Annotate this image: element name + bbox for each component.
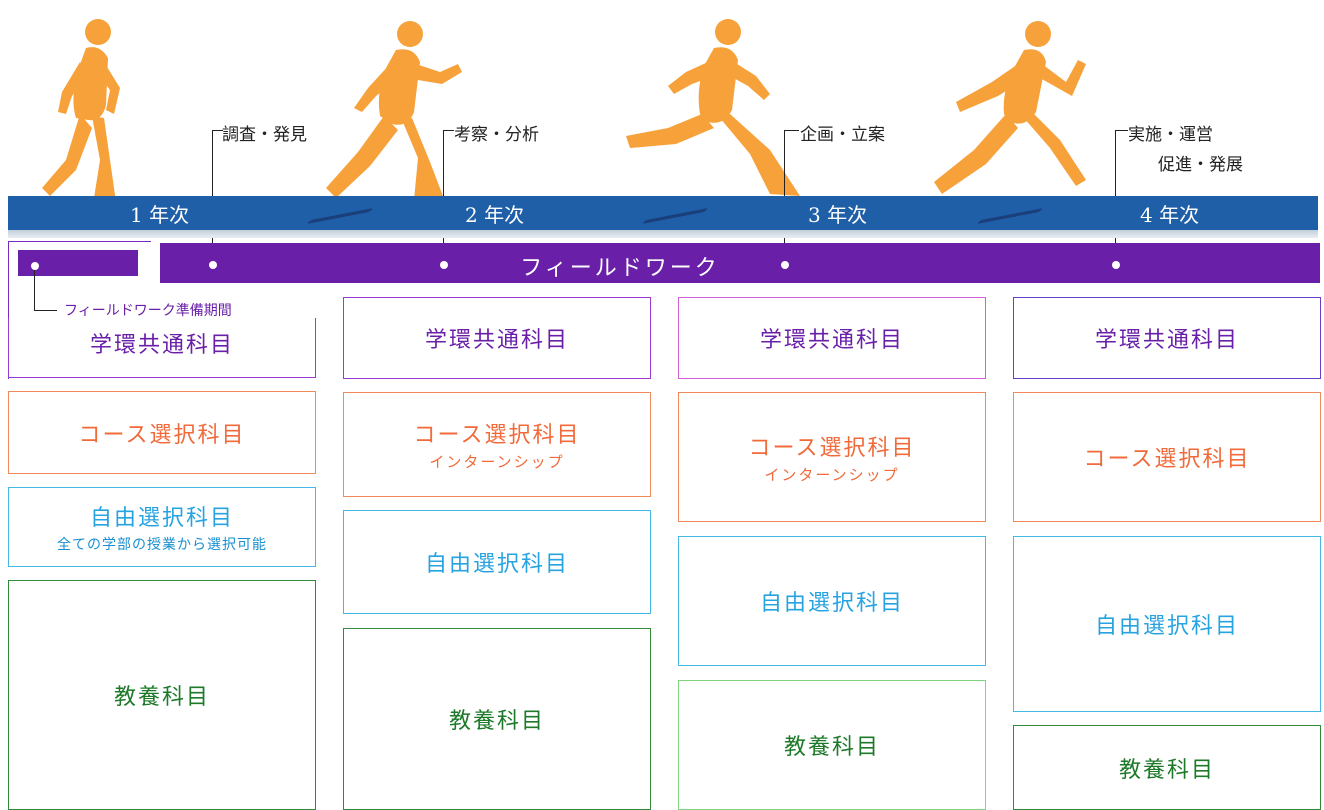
fieldwork-label: フィールドワーク [520, 256, 720, 281]
course-subjects-label: コース選択科目 [748, 435, 916, 461]
year-label-2: 2 年次 [465, 203, 525, 227]
common-subjects-label: 学環共通科目 [759, 328, 904, 353]
course-subjects-label: コース選択科目 [413, 423, 581, 448]
fieldwork-prep-label: フィールドワーク準備期間 [64, 303, 232, 319]
fieldwork-dot [31, 262, 39, 270]
free-subjects-label: 自由選択科目 [1094, 614, 1239, 639]
free-subjects-box: 自由選択科目 [1013, 536, 1321, 712]
liberal-subjects-label: 教養科目 [448, 709, 545, 734]
free-subjects-box: 自由選択科目 [678, 536, 986, 666]
fieldwork-dot [209, 261, 217, 269]
runner-icon [620, 10, 820, 205]
course-subjects-box: コース選択科目 [1013, 392, 1321, 522]
runner-icon [318, 12, 468, 207]
common-subjects-box: 学環共通科目 [343, 297, 651, 379]
common-subjects-label: 学環共通科目 [424, 328, 569, 353]
year-label-1: 1 年次 [130, 203, 190, 227]
course-subjects-box: コース選択科目 [8, 391, 316, 474]
liberal-subjects-box: 教養科目 [678, 680, 986, 810]
stage-label-implement-2: 促進・発展 [1158, 155, 1243, 175]
common-subjects-box: 学環共通科目 [1013, 297, 1321, 379]
stage-label-implement: 実施・運営 [1128, 125, 1213, 145]
common-subjects-box: 学環共通科目 [8, 318, 316, 378]
course-subjects-label: コース選択科目 [78, 422, 246, 448]
year-bar [8, 196, 1318, 230]
common-subjects-label: 学環共通科目 [89, 333, 234, 358]
runner-icon [920, 10, 1100, 205]
internship-label: インターンシップ [429, 453, 565, 471]
year-bar-shadow [8, 228, 1318, 238]
runner-icon [28, 10, 138, 205]
stage-label-survey: 調査・発見 [222, 125, 307, 145]
liberal-subjects-label: 教養科目 [113, 685, 210, 710]
course-subjects-label: コース選択科目 [1083, 447, 1251, 472]
liberal-subjects-box: 教養科目 [343, 628, 651, 810]
free-subjects-label: 自由選択科目 [759, 591, 904, 616]
fieldwork-dot [781, 261, 789, 269]
free-subjects-label: 自由選択科目 [89, 506, 234, 531]
free-subjects-box: 自由選択科目 [343, 510, 651, 614]
prep-leader-line [34, 270, 57, 311]
free-subjects-note: 全ての学部の授業から選択可能 [57, 537, 267, 553]
fieldwork-dot [440, 261, 448, 269]
liberal-subjects-box: 教養科目 [8, 580, 316, 810]
free-subjects-box: 自由選択科目 全ての学部の授業から選択可能 [8, 487, 316, 567]
liberal-subjects-label: 教養科目 [1118, 757, 1215, 783]
common-subjects-box: 学環共通科目 [678, 297, 986, 379]
stage-label-analysis: 考察・分析 [454, 125, 539, 145]
liberal-subjects-label: 教養科目 [783, 735, 880, 760]
stage-label-planning: 企画・立案 [800, 125, 885, 145]
common-subjects-label: 学環共通科目 [1094, 328, 1239, 353]
course-subjects-box: コース選択科目 インターンシップ [343, 392, 651, 497]
year-label-3: 3 年次 [808, 203, 868, 227]
fieldwork-prep-outline [8, 241, 151, 379]
liberal-subjects-box: 教養科目 [1013, 725, 1321, 810]
course-subjects-box: コース選択科目 インターンシップ [678, 392, 986, 522]
fieldwork-dot [1112, 261, 1120, 269]
internship-label: インターンシップ [764, 465, 900, 484]
year-label-4: 4 年次 [1140, 203, 1200, 227]
free-subjects-label: 自由選択科目 [424, 552, 569, 577]
fieldwork-bar [160, 243, 1320, 283]
